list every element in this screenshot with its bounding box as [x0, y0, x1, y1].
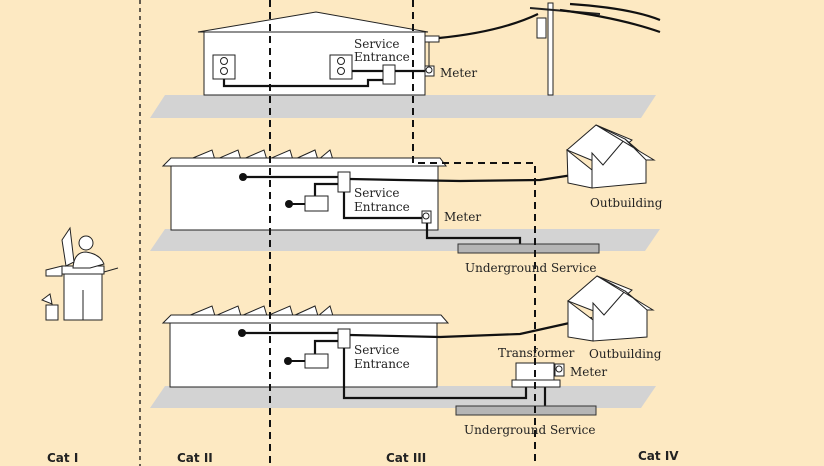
label-transformer: Transformer — [498, 346, 575, 360]
label-meter: Meter — [444, 210, 481, 224]
label-cat-i: Cat I — [47, 451, 78, 465]
industrial-building — [161, 305, 593, 407]
underground-service-top — [457, 243, 600, 254]
commercial-building — [161, 149, 593, 245]
label-service-entrance-line1: Service — [354, 343, 400, 357]
label-meter: Meter — [570, 365, 607, 379]
house — [197, 11, 440, 96]
outbuilding-bottom — [567, 275, 655, 342]
label-cat-ii: Cat II — [177, 451, 213, 465]
underground-service-bottom — [455, 405, 597, 416]
utility-pole — [438, 2, 661, 96]
transformer — [511, 362, 565, 388]
label-cat-iv: Cat IV — [638, 449, 679, 463]
label-service-entrance-line2: Entrance — [354, 357, 410, 371]
label-outbuilding: Outbuilding — [589, 347, 662, 361]
label-service-entrance-line1: Service — [354, 37, 400, 51]
technician-icon — [40, 226, 119, 321]
label-cat-iii: Cat III — [386, 451, 426, 465]
ground-strip-top — [150, 95, 656, 118]
label-meter: Meter — [440, 66, 477, 80]
outbuilding-top — [566, 124, 656, 189]
label-outbuilding: Outbuilding — [590, 196, 663, 210]
label-underground-service: Underground Service — [464, 423, 595, 437]
label-underground-service: Underground Service — [465, 261, 596, 275]
label-service-entrance-line2: Entrance — [354, 200, 410, 214]
label-service-entrance-line1: Service — [354, 186, 400, 200]
label-service-entrance-line2: Entrance — [354, 50, 410, 64]
divider-cat-iii-iv — [412, 0, 536, 466]
